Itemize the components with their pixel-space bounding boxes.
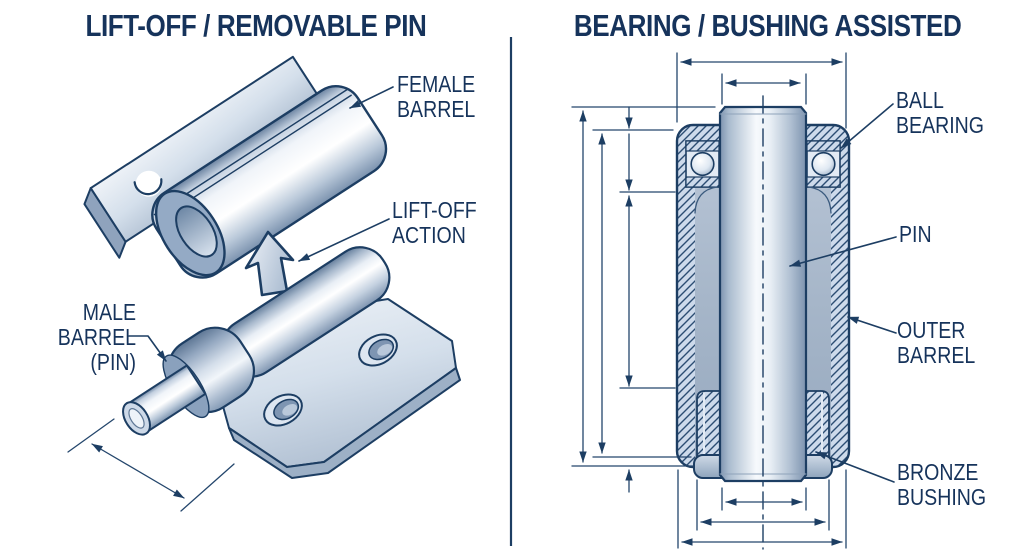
label-pin: PIN — [899, 221, 932, 247]
label-outer-barrel: OUTER BARREL — [897, 317, 976, 368]
label-ball-bearing: BALL BEARING — [896, 87, 985, 138]
female-bore-hole — [175, 205, 218, 258]
dimension-lines — [571, 52, 847, 549]
label-male-barrel-pin: MALE BARREL (PIN) — [57, 299, 136, 375]
lift-off-arrow — [244, 230, 295, 297]
ball — [811, 151, 836, 177]
lift-off-notch — [135, 170, 162, 197]
outer-barrel-leader — [847, 316, 897, 334]
label-lift-off-action: LIFT-OFF ACTION — [392, 197, 477, 248]
pin-leader — [789, 236, 897, 267]
bronze-bushing-leader — [815, 451, 895, 483]
male-barrel-leader — [128, 335, 167, 362]
male-leaf-edge — [228, 367, 461, 479]
mounting-hole — [263, 393, 303, 427]
bronze-bushing-right — [805, 390, 830, 460]
ball-bearing-leader — [840, 103, 894, 149]
right-leader-lines — [789, 103, 897, 483]
right-panel-title: BEARING / BUSHING ASSISTED — [573, 8, 962, 43]
female-barrel-shape — [83, 55, 388, 279]
label-bronze-bushing: BRONZE BUSHING — [897, 459, 987, 510]
ball — [690, 151, 715, 177]
mounting-hole — [358, 333, 398, 367]
male-barrel-shape — [122, 246, 461, 479]
left-leader-lines — [128, 86, 394, 362]
female-barrel-leader — [349, 86, 394, 109]
bearing-bushing-drawing — [571, 52, 897, 550]
lift-off-leader — [298, 218, 390, 262]
bronze-bushing-left — [696, 390, 723, 460]
left-panel-title: LIFT-OFF / REMOVABLE PIN — [85, 8, 426, 43]
ball-bearing-right — [806, 140, 841, 188]
label-female-barrel: FEMALE BARREL — [397, 71, 476, 122]
pin-length-dimension — [67, 418, 235, 512]
lift-off-hinge-drawing — [67, 55, 461, 512]
ball-bearing-left — [685, 140, 720, 188]
